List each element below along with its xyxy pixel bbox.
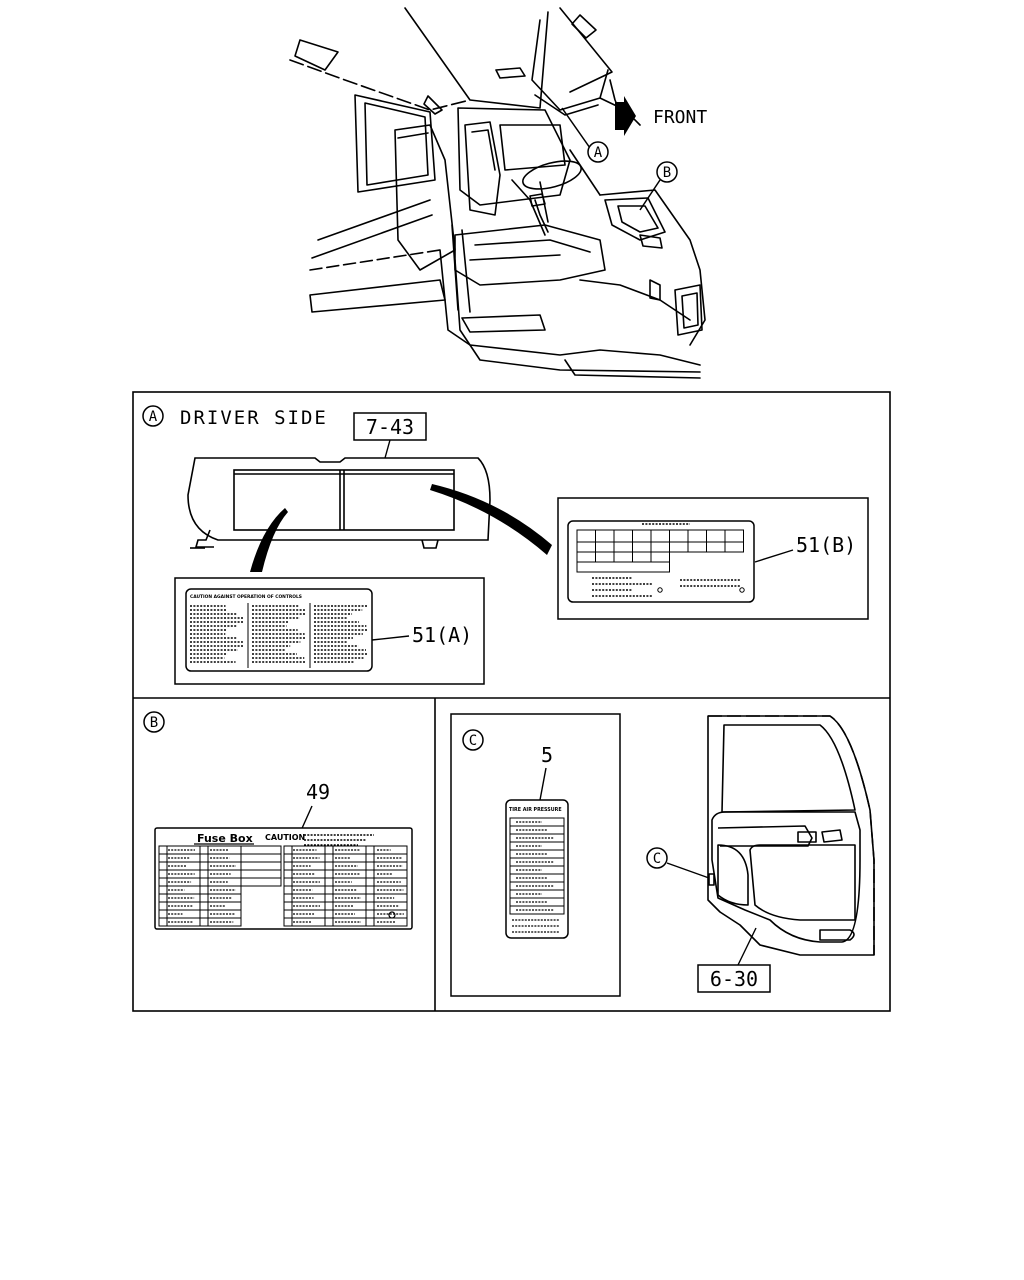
ref-6-30: 6-30 xyxy=(710,967,758,991)
callout-b-label: B xyxy=(663,165,671,181)
label-51b-sticker xyxy=(567,520,755,603)
panel-a-marker-circle xyxy=(142,405,164,427)
label-51a-leader xyxy=(371,635,410,641)
panel-a-marker: A xyxy=(149,409,158,425)
label-51a-sticker: CAUTION AGAINST OPERATION OF CONTROLS xyxy=(185,588,373,672)
label-51a-heading: CAUTION AGAINST OPERATION OF CONTROLS xyxy=(190,594,302,600)
label-51b: 51(B) xyxy=(796,533,856,557)
ref-49: 49 xyxy=(306,780,330,804)
label-51a-frame xyxy=(174,577,485,685)
callout-a-label: A xyxy=(594,145,603,161)
panel-frames xyxy=(132,391,891,1012)
ref-box-7-43 xyxy=(353,412,427,441)
tire-pressure-sticker: TIRE AIR PRESSURE xyxy=(505,799,569,939)
tire-pressure-heading: TIRE AIR PRESSURE xyxy=(509,807,562,813)
tire-row xyxy=(509,905,565,915)
panel-c-marker-circle xyxy=(462,729,484,751)
fuse-fine-print xyxy=(168,849,404,923)
door-callout-c-circle xyxy=(646,847,668,869)
pointer-51a xyxy=(250,508,288,572)
ref-5: 5 xyxy=(541,743,553,767)
cab-interior-illustration xyxy=(289,7,706,379)
label-51b-frame xyxy=(557,497,869,620)
pointer-51b xyxy=(430,484,552,555)
panel-a-driver-side: A DRIVER SIDE 7-43 CAUTION AGAINST OPERA… xyxy=(142,405,869,685)
tire-fine-print xyxy=(512,821,560,933)
icon-cell xyxy=(576,561,670,573)
panel-c-tire-label: C 5 TIRE AIR PRESSURE xyxy=(450,713,621,997)
label-51b-leader xyxy=(754,549,794,563)
label-51a: 51(A) xyxy=(412,623,472,647)
callout-b-circle xyxy=(656,161,678,183)
panel-b-marker-circle xyxy=(143,711,165,733)
panel-b-fuse-box: B 49 Fuse Box CAUTION xyxy=(143,711,413,930)
front-label: FRONT xyxy=(653,107,707,128)
fuse-cell xyxy=(240,877,282,887)
panel-a-title: DRIVER SIDE xyxy=(180,407,328,429)
ref-box-6-30 xyxy=(697,964,771,993)
icon-cell xyxy=(724,541,744,553)
fuse-cell xyxy=(207,917,242,927)
ref-6-30-leader xyxy=(737,927,757,966)
callout-b-leader xyxy=(639,179,661,211)
door-callout-c: C xyxy=(653,851,661,867)
callout-a-leader xyxy=(561,107,591,149)
sun-visor xyxy=(187,457,491,549)
panel-b-marker: B xyxy=(150,715,158,731)
fuse-box-caution: CAUTION xyxy=(265,833,305,842)
front-arrow-icon xyxy=(615,96,636,136)
ref-7-43: 7-43 xyxy=(366,415,414,439)
callout-a-circle xyxy=(587,141,609,163)
door-illustration xyxy=(707,715,875,956)
ref-7-43-leader xyxy=(384,439,391,459)
panel-c-frame xyxy=(450,713,621,997)
door-callout-c-leader xyxy=(666,862,710,879)
fuse-box-title: Fuse Box xyxy=(197,832,253,845)
ref-5-leader xyxy=(539,767,547,801)
panel-c-marker: C xyxy=(469,733,477,749)
fuse-box-label: Fuse Box CAUTION xyxy=(154,827,413,930)
